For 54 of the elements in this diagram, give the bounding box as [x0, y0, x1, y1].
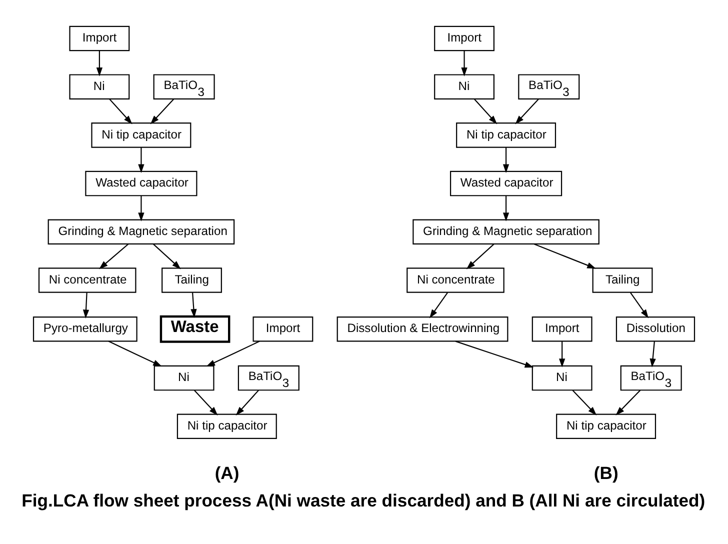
- caption: Fig.LCA flow sheet process A(Ni waste are discarded) and B (All Ni are circulated): [22, 490, 706, 510]
- node-box: Ni tip capacitor: [556, 414, 656, 440]
- node-box: Ni: [434, 74, 494, 100]
- node-box: Ni tip capacitor: [91, 122, 192, 148]
- node-box: Ni tip capacitor: [176, 414, 277, 440]
- arrow: [138, 196, 144, 222]
- node-box: Grinding & Magnetic separation: [412, 219, 600, 245]
- arrow: [502, 196, 510, 222]
- arrow: [559, 342, 566, 368]
- node-box: Wasted capacitor: [85, 170, 198, 196]
- node-box: Import: [252, 316, 314, 342]
- label: (B): [594, 462, 618, 483]
- node-box: Ni: [532, 365, 592, 391]
- node-box: Import: [532, 316, 592, 342]
- arrow: [650, 342, 656, 368]
- node-box: Grinding & Magnetic separation: [48, 219, 235, 245]
- arrow: [534, 244, 596, 269]
- node-box: Wasted capacitor: [450, 170, 562, 196]
- node-box: Import: [434, 26, 494, 52]
- arrow: [630, 292, 649, 318]
- node-box: Waste: [160, 315, 230, 343]
- arrow: [206, 340, 260, 366]
- node-box: Ni concentrate: [38, 268, 136, 293]
- arrow: [616, 390, 641, 416]
- node-box: Tailing: [162, 268, 222, 293]
- arrow: [82, 292, 90, 318]
- node-box: Ni: [154, 365, 214, 391]
- arrow: [150, 98, 174, 124]
- arrow: [96, 50, 103, 76]
- node-box: Pyro-metallurgy: [32, 316, 138, 342]
- arrow: [572, 390, 597, 416]
- arrow: [429, 292, 448, 318]
- arrow: [109, 98, 132, 124]
- node-box: Import: [69, 26, 130, 52]
- arrow: [99, 244, 129, 270]
- arrow: [190, 292, 197, 318]
- node-box: Ni tip capacitor: [456, 122, 556, 148]
- node-box: Ni concentrate: [406, 268, 504, 293]
- node-box: Dissolution: [616, 316, 696, 342]
- node-box: Tailing: [592, 268, 653, 293]
- arrow: [455, 340, 534, 368]
- node-box: Ni: [69, 74, 130, 100]
- arrow: [461, 50, 468, 76]
- arrow: [474, 98, 498, 124]
- arrow: [138, 147, 144, 174]
- arrow: [194, 390, 218, 416]
- arrow: [466, 244, 494, 270]
- node-box: Dissolution & Electrowinning: [336, 316, 508, 342]
- arrow: [108, 340, 162, 366]
- label: (A): [214, 462, 240, 483]
- arrow: [502, 147, 510, 174]
- arrow: [515, 98, 539, 124]
- arrow: [236, 390, 259, 416]
- arrow: [153, 244, 181, 270]
